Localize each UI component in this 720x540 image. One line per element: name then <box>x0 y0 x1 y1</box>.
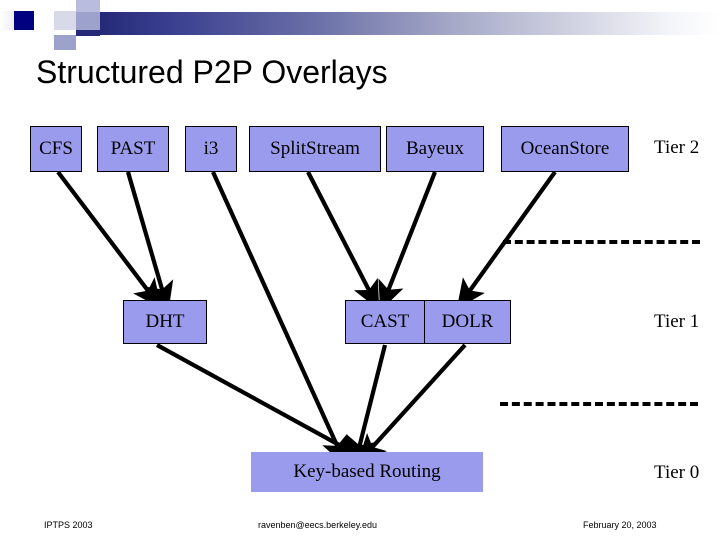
box-dolr-label: DOLR <box>441 311 494 332</box>
box-bayeux-label: Bayeux <box>405 138 465 159</box>
tier-1-label: Tier 1 <box>654 311 700 332</box>
box-splitstream[interactable]: SplitStream <box>249 126 381 172</box>
footer-conference: IPTPS 2003 <box>44 520 93 530</box>
decor-square-lavender-bottom <box>54 35 76 50</box>
box-past[interactable]: PAST <box>97 126 169 172</box>
decor-square-white-low <box>0 30 54 50</box>
box-cfs-label: CFS <box>39 138 73 159</box>
arrow-bayeux-to-cast <box>378 171 437 311</box>
box-i3[interactable]: i3 <box>185 126 237 172</box>
page-title: Structured P2P Overlays <box>36 54 388 90</box>
decor-square-navy <box>14 11 34 30</box>
arrow-dht-to-kbr <box>155 343 366 460</box>
box-dht-label: DHT <box>145 311 185 332</box>
tier-0-label: Tier 0 <box>654 462 700 483</box>
header-gradient-band <box>100 12 720 35</box>
decor-square-fadeleft <box>0 11 14 30</box>
decor-square-white <box>34 11 54 30</box>
arrow-cfs-to-dht <box>56 170 162 309</box>
decor-square-lavender-mid <box>76 12 100 30</box>
arrow-past-to-dht <box>125 171 174 312</box>
box-oceanstore-label: OceanStore <box>520 138 610 159</box>
box-key-based-routing-label: Key-based Routing <box>293 461 441 482</box>
box-cast[interactable]: CAST <box>345 300 425 344</box>
tier-separator-upper <box>503 240 700 244</box>
tier-separator-lower <box>500 402 698 406</box>
arrow-splitstream-to-cast <box>306 171 380 311</box>
arrow-oceanstore-to-dolr <box>456 170 557 309</box>
tier-2-label: Tier 2 <box>654 137 700 158</box>
arrow-i3-to-kbr <box>211 171 347 467</box>
decor-square-navy-low <box>76 30 100 36</box>
footer-email: ravenben@eecs.berkeley.edu <box>258 520 378 530</box>
box-oceanstore[interactable]: OceanStore <box>501 126 629 172</box>
arrow-cast-to-kbr <box>348 344 388 468</box>
box-cfs[interactable]: CFS <box>30 126 82 172</box>
box-dht[interactable]: DHT <box>123 300 207 344</box>
tier1-to-tier0-arrows <box>155 343 467 468</box>
box-dolr[interactable]: DOLR <box>425 300 511 344</box>
box-bayeux[interactable]: Bayeux <box>386 126 484 172</box>
arrow-dolr-to-kbr <box>357 343 467 464</box>
decor-square-lavender-top <box>76 0 100 12</box>
box-past-label: PAST <box>110 138 156 159</box>
box-cast-label: CAST <box>360 311 410 332</box>
footer-date: February 20, 2003 <box>583 520 657 530</box>
box-key-based-routing[interactable]: Key-based Routing <box>251 452 483 492</box>
decor-square-pale <box>54 11 76 30</box>
box-splitstream-label: SplitStream <box>270 138 360 159</box>
box-i3-label: i3 <box>203 138 219 159</box>
